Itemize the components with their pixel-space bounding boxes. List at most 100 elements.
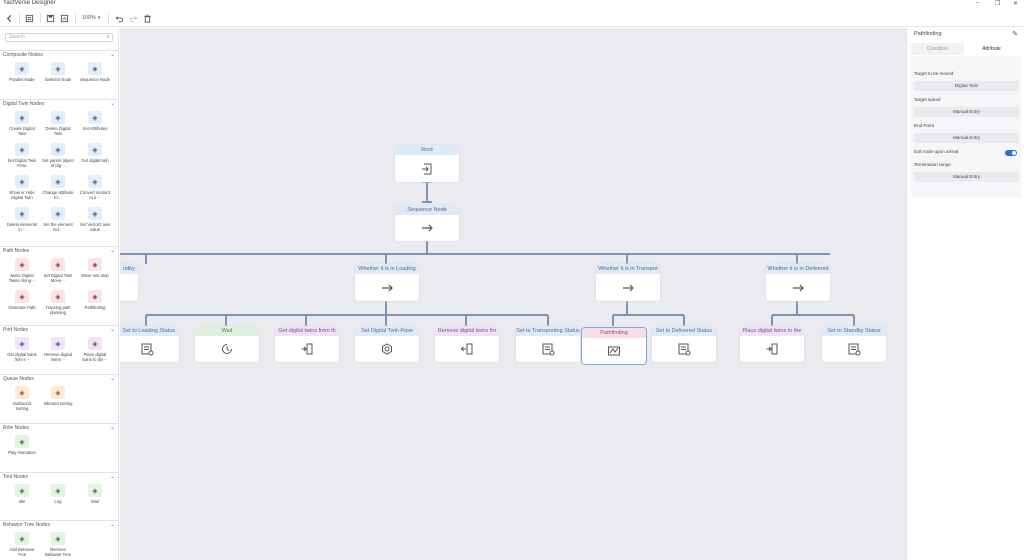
node-tool-item[interactable]: ◈Move Digital Twins Along··· <box>6 258 38 288</box>
back-icon[interactable] <box>3 12 15 24</box>
search-input[interactable]: Search ⌕ <box>5 33 113 42</box>
node-tool-label: Delete Digital Twin <box>45 126 71 136</box>
node-tool-item[interactable]: ◈Set Vector3 axis value <box>79 207 111 237</box>
node-tool-item[interactable]: ◈Tracking path planning <box>42 290 74 320</box>
node-remove-twins[interactable]: Remove digital twins fro <box>435 326 499 362</box>
minimize-icon[interactable]: – <box>976 0 980 6</box>
node-root[interactable]: Root <box>395 145 459 182</box>
node-tool-label: Delete elements in··· <box>6 222 38 232</box>
node-tool-item[interactable]: ◈Change attribute to··· <box>42 175 74 205</box>
node-standby-branch[interactable]: ndby <box>120 264 138 301</box>
target-select[interactable]: Digital Twin <box>914 81 1019 91</box>
set-element-icon: ◈ <box>51 207 65 220</box>
exit-toggle[interactable] <box>1005 150 1017 156</box>
node-sequence[interactable]: Sequence Node <box>395 205 459 241</box>
node-wait[interactable]: Wait <box>195 326 259 362</box>
undo-icon[interactable] <box>113 12 125 24</box>
node-set-standby[interactable]: Set to Standby Status <box>822 326 886 362</box>
zoom-select[interactable]: 100% ▾ <box>80 12 102 24</box>
node-tool-item[interactable]: ◈Get digital twin <box>79 143 111 173</box>
node-tool-item[interactable]: ◈Inbound sorting <box>42 386 74 416</box>
node-tool-item[interactable]: ◈Play Animation <box>6 435 38 465</box>
arrow-right-icon <box>355 274 419 301</box>
edit-icon[interactable]: ✎ <box>1012 31 1018 38</box>
speed-input[interactable]: Manual Entry <box>914 107 1019 117</box>
redo-icon[interactable] <box>127 12 139 24</box>
section-header[interactable]: Role Nodes⌄ <box>0 423 118 432</box>
section-header[interactable]: Port Nodes⌄ <box>0 325 118 334</box>
outbound-icon: ◈ <box>15 386 29 399</box>
chevron-down-icon[interactable]: ⌄ <box>109 425 115 431</box>
save-icon[interactable] <box>44 12 56 24</box>
range-input[interactable]: Manual Entry <box>914 172 1019 182</box>
node-tool-item[interactable]: ◈Delete elements in··· <box>6 207 38 237</box>
section-header[interactable]: Queue Nodes⌄ <box>0 374 118 383</box>
node-tool-item[interactable]: ◈Set Digital Twin Pose <box>6 143 38 173</box>
chevron-down-icon[interactable]: ⌄ <box>109 474 115 480</box>
chevron-down-icon[interactable]: ⌄ <box>109 248 115 254</box>
node-tool-item[interactable]: ◈Outbound sorting <box>6 386 38 416</box>
node-header: Get digital twins from th <box>275 326 339 336</box>
node-tool-item[interactable]: ◈Parallel Node <box>6 62 38 92</box>
node-set-delivered[interactable]: Set to Delivered Status <box>652 326 716 362</box>
save-as-icon[interactable] <box>58 12 70 24</box>
node-tool-item[interactable]: ◈Selector Node <box>42 62 74 92</box>
delete-icon[interactable] <box>141 12 153 24</box>
node-set-transport[interactable]: Set to Transporting Status <box>516 326 580 362</box>
chevron-down-icon[interactable]: ⌄ <box>109 327 115 333</box>
section-header[interactable]: Tool Nodes⌄ <box>0 472 118 481</box>
node-set-pose[interactable]: Set Digital Twin Pose <box>355 326 419 362</box>
range-label: Termination range <box>914 162 951 167</box>
chevron-down-icon[interactable]: ⌄ <box>109 376 115 382</box>
node-place-twins[interactable]: Place digital twins to the <box>740 326 804 362</box>
chevron-down-icon[interactable]: ⌄ <box>109 101 115 107</box>
move-path-icon: ◈ <box>15 258 29 271</box>
node-tool-item[interactable]: ◈Set Attributes <box>79 111 111 141</box>
section-header[interactable]: Behavior Tree Nodes⌄ <box>0 520 118 529</box>
attributes-icon <box>120 336 179 362</box>
tab-condition[interactable]: Condition <box>911 43 964 55</box>
node-tool-item[interactable]: ◈Wait <box>79 484 111 514</box>
node-set-loading[interactable]: Set to Loading Status <box>120 326 179 362</box>
node-tool-item[interactable]: ◈Place digital twins to the··· <box>79 337 111 367</box>
get-twin-icon: ◈ <box>88 143 102 156</box>
node-tool-item[interactable]: ◈Pathfinding <box>79 290 111 320</box>
node-tool-item[interactable]: ◈Delete Digital Twin <box>42 111 74 141</box>
node-get-twins[interactable]: Get digital twins from th <box>275 326 339 362</box>
section-header[interactable]: Digital Twin Nodes⌄ <box>0 99 118 108</box>
node-tool-item[interactable]: ◈Add Behavior Tree <box>6 532 38 560</box>
close-icon[interactable]: ✕ <box>1013 1 1019 7</box>
node-tool-item[interactable]: ◈Move one step <box>79 258 111 288</box>
library-icon[interactable] <box>23 12 35 24</box>
maximize-icon[interactable]: ❐ <box>995 1 1001 7</box>
chevron-down-icon[interactable]: ⌄ <box>109 522 115 528</box>
node-tool-item[interactable]: ◈Convert Vector3 to a··· <box>79 175 111 205</box>
node-loading-check[interactable]: Whether it is in Loading <box>355 264 419 301</box>
chevron-down-icon[interactable]: ⌄ <box>109 52 115 58</box>
node-tool-item[interactable]: ◈Set the element ind··· <box>42 207 74 237</box>
node-tool-item[interactable]: ◈Get digital twins from t··· <box>6 337 38 367</box>
node-library-panel: Search ⌕ Composite Nodes⌄◈Parallel Node◈… <box>0 28 119 560</box>
step-icon: ◈ <box>88 258 102 271</box>
node-header: Set Digital Twin Pose <box>355 326 419 336</box>
node-tool-item[interactable]: ◈Sequence Node <box>79 62 111 92</box>
node-tool-item[interactable]: ◈Remove Behavior Tree <box>42 532 74 560</box>
node-transport-check[interactable]: Whether it is in Transpor <box>596 264 660 301</box>
node-tool-item[interactable]: ◈Idle <box>6 484 38 514</box>
node-tool-item[interactable]: ◈Set parent object of dig··· <box>42 143 74 173</box>
section-header[interactable]: Composite Nodes⌄ <box>0 50 118 59</box>
tab-attribute[interactable]: Attribute <box>965 43 1018 55</box>
node-tool-item[interactable]: ◈Remove digital twins··· <box>42 337 74 367</box>
node-tool-item[interactable]: ◈Show or Hide Digital Twin <box>6 175 38 205</box>
node-tool-item[interactable]: ◈Log <box>42 484 74 514</box>
node-tool-item[interactable]: ◈Generate Path <box>6 290 38 320</box>
behavior-tree-canvas[interactable]: Root Sequence Node ndby Whether it is in… <box>120 28 906 560</box>
end-point-input[interactable]: Manual Entry <box>914 133 1019 143</box>
node-tool-item[interactable]: ◈Set Digital Twin Move··· <box>42 258 74 288</box>
node-delivered-check[interactable]: Whether it is in Delivered <box>766 264 830 301</box>
node-pathfinding[interactable]: Pathfinding <box>582 328 646 364</box>
exit-label: Exit node upon arrival <box>914 149 959 154</box>
node-tool-label: Idle <box>18 499 26 504</box>
node-tool-item[interactable]: ◈Create Digital Twin <box>6 111 38 141</box>
section-header[interactable]: Path Nodes⌄ <box>0 246 118 255</box>
